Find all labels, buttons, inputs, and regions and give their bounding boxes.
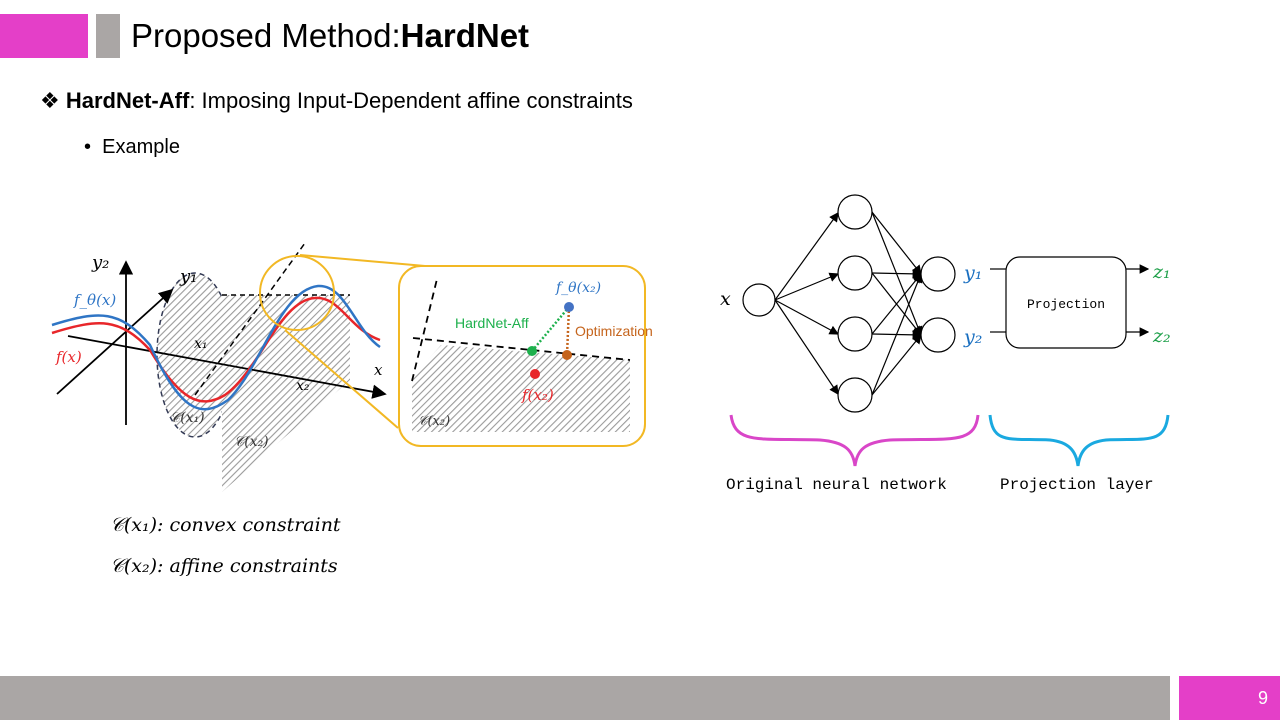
zoom-c-label: 𝒞(x₂) [418,414,450,429]
footer-bar [0,676,1170,720]
x-label: x [374,361,383,379]
hidden-node [837,316,873,352]
dot-bullet-icon: • [84,136,92,158]
neural-network-diagram [729,194,1170,467]
zoom-f-theta-label: f_θ(x₂) [555,280,601,296]
y2-label: y₂ [91,252,109,273]
brace-original-network [729,414,980,467]
y2-output-label: y₂ [963,326,982,348]
title-prefix: Proposed Method: [131,17,401,54]
projection-box-label: Projection [1027,297,1105,312]
original-network-label: Original neural network [726,476,947,494]
title-bold: HardNet [400,17,530,54]
x-axis [67,335,331,385]
f-curve [51,296,381,403]
y1-axis [56,288,174,395]
output-node [920,256,956,292]
input-node [742,283,776,317]
zoom-circle [259,255,335,331]
z1-label: z₁ [1152,261,1171,283]
bullet-hardnet-aff: ❖ HardNet-Aff: Imposing Input-Dependent … [40,88,633,114]
bullet-bold: HardNet-Aff [65,88,190,113]
optimization-label: Optimization [575,323,653,339]
bullet-text: : Imposing Input-Dependent affine constr… [189,88,633,113]
input-label: x [720,288,731,310]
f-point [530,369,540,379]
page-title: Proposed Method:HardNet [131,17,529,55]
bullet-example: • Example [84,136,180,159]
z2-label: z₂ [1152,325,1171,347]
page-number-box: 9 [1179,676,1280,720]
zoom-f-label: f(x₂) [521,386,554,404]
formula-affine: 𝒞(x₂): affine constraints [110,555,338,577]
c-x1-label: 𝒞(x₁) [170,410,205,426]
y1-output-label: y₁ [963,262,982,284]
f-theta-curve [51,284,381,411]
hidden-node [837,377,873,413]
x2-label: x₂ [296,378,310,394]
hardnet-aff-label: HardNet-Aff [455,315,529,331]
c-x2-label: 𝒞(x₂) [234,434,269,450]
projection-box [1005,256,1127,349]
brace-projection-layer [988,414,1170,467]
affine-constraint-region [222,295,350,492]
optimization-point [562,350,572,360]
hardnet-point [527,346,537,356]
y1-label: y₁ [179,266,197,287]
hidden-node [837,194,873,230]
projection-layer-label: Projection layer [1000,476,1154,494]
f-label: f(x) [55,348,82,366]
f-theta-label: f_θ(x) [73,291,116,309]
bullet-text: Example [102,136,180,158]
header-accent-gray [96,14,120,58]
f-theta-point [564,302,574,312]
diamond-bullet-icon: ❖ [40,88,60,113]
formula-convex: 𝒞(x₁): convex constraint [110,514,341,536]
x1-label: x₁ [194,336,208,352]
header-accent-pink [0,14,88,58]
hidden-node [837,255,873,291]
constraint-plot: y₂ y₁ f_θ(x) f(x) x₁ x₂ x 𝒞(x₁) 𝒞(x₂) [51,242,426,492]
output-node [920,317,956,353]
zoom-inset: f_θ(x₂) HardNet-Aff Optimization f(x₂) 𝒞… [398,265,653,447]
page-number: 9 [1257,687,1268,708]
